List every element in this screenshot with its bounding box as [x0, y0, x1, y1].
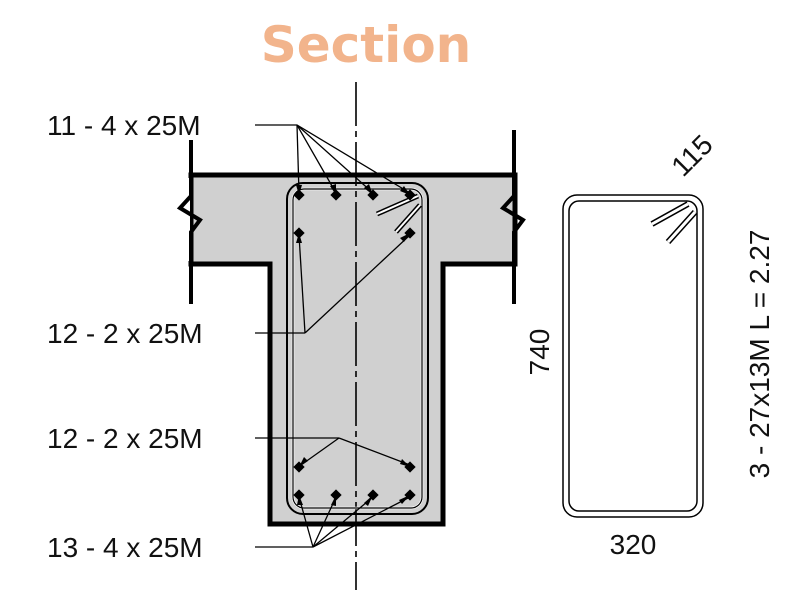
left-break-line: [176, 140, 203, 304]
stirrup-spec: 3 - 27x13M L = 2.27: [744, 230, 775, 479]
stirrup-width: 320: [610, 529, 657, 560]
right-break-line: [499, 130, 526, 304]
t-beam-concrete: [188, 172, 518, 527]
callout-top-bars: 11 - 4 x 25M: [47, 110, 201, 141]
callout-bottom-bars: 13 - 4 x 25M: [47, 532, 203, 563]
stirrup-hook-length: 115: [665, 129, 718, 182]
leader-arrowheads: [296, 184, 410, 506]
stirrup-height: 740: [524, 329, 555, 376]
callout-lower-side-bars: 12 - 2 x 25M: [47, 423, 203, 454]
section-title: Section: [261, 16, 472, 74]
leader-lines: [255, 124, 411, 548]
stirrup-detail: [562, 194, 704, 518]
callout-upper-side-bars: 12 - 2 x 25M: [47, 318, 203, 349]
